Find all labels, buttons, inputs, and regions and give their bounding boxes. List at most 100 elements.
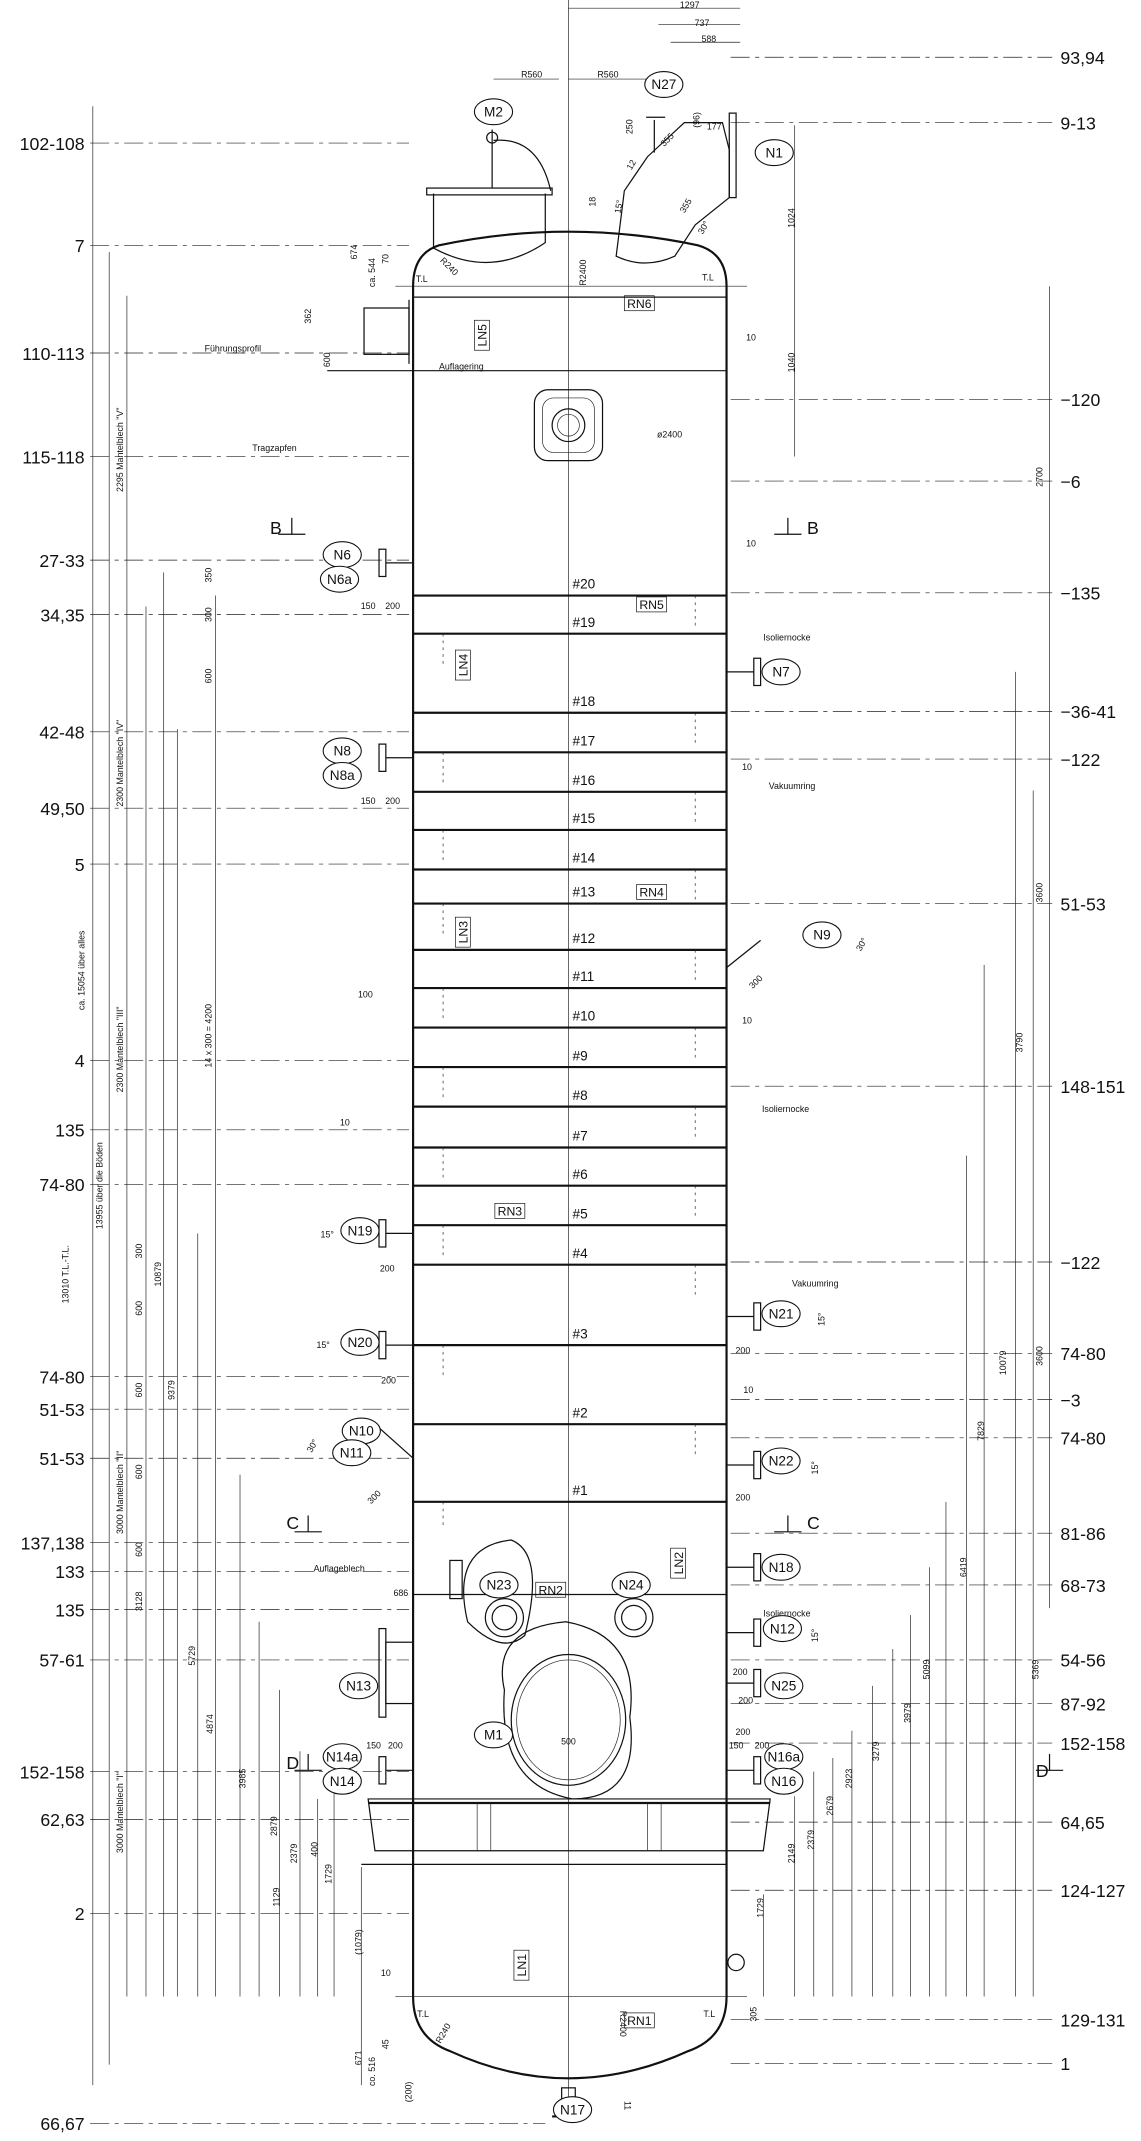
earthing-lug: [727, 1953, 745, 1972]
nozzle-bubble: [644, 71, 684, 98]
dimension-text: 13955 über die Böden: [94, 1142, 104, 1229]
top-head: [412, 230, 728, 287]
dimension-lines: [92, 7, 1050, 2086]
dimension-text: 600: [134, 1464, 144, 1479]
dimension-text: 15°: [316, 1340, 329, 1350]
right-ref-label: −3: [1060, 1390, 1080, 1410]
dimension-text: 350: [203, 568, 213, 583]
right-ref-label: −122: [1060, 1253, 1100, 1273]
dimension-text: 300: [747, 973, 765, 991]
side-nozzles: [374, 548, 762, 1785]
dimension-text: 150: [361, 796, 376, 806]
dimension-text: 5099: [922, 1660, 932, 1680]
left-ref-label: 135: [55, 1600, 85, 1620]
nozzle-bubble: [322, 1767, 362, 1795]
dimension-text: 2700: [1035, 467, 1045, 487]
dimension-text: 600: [322, 352, 332, 367]
dimension-text: 674: [349, 245, 359, 260]
section-box-label: RN6: [627, 297, 652, 311]
dimension-text: 13010 T.L.-T.L.: [60, 1245, 70, 1303]
right-ref-label: 68-73: [1060, 1576, 1105, 1596]
nozzle-n13-pipe: [385, 1641, 414, 1705]
section-box: [623, 295, 655, 312]
section-box-label: RN3: [498, 1205, 523, 1219]
note-label: Isoliernocke: [762, 1104, 809, 1114]
nozzle-flange: [753, 1668, 762, 1698]
support-plate-bracket: [449, 1559, 463, 1600]
dimension-text: 10: [742, 1015, 752, 1025]
section-box-label: RN5: [639, 598, 664, 612]
tray-label: #18: [573, 694, 596, 709]
dimension-text: 4874: [205, 1714, 215, 1734]
nozzle-bubble: [332, 1439, 372, 1467]
nozzle-label: N8: [334, 744, 351, 759]
dimension-text: 45: [381, 2039, 391, 2049]
vessel-geometry: [327, 0, 771, 2118]
nozzle-n13-flange: [378, 1627, 387, 1718]
right-ref-label: −122: [1060, 750, 1100, 770]
nozzle-label: M1: [484, 1728, 503, 1743]
dimension-text: 3000 Mantelblech "II": [115, 1451, 125, 1534]
dimension-text: 150: [361, 601, 376, 611]
dimension-text: 2149: [787, 1844, 797, 1864]
dimension-text: 588: [701, 34, 716, 44]
right-ref-label: −135: [1060, 584, 1100, 604]
section-marker: B: [270, 518, 282, 538]
dimension-text: 671: [353, 2050, 363, 2065]
dimension-text: 3790: [1014, 1033, 1024, 1053]
section-box-label: RN4: [639, 886, 664, 900]
nozzle-label: N16: [771, 1774, 796, 1789]
dimension-text: 2379: [289, 1844, 299, 1864]
left-ref-label: 133: [55, 1562, 85, 1582]
tray-label: #6: [573, 1167, 588, 1182]
nozzle-bubble: [319, 565, 360, 593]
nozzle-label: N14a: [326, 1749, 359, 1764]
dimension-text: 15°: [321, 1229, 334, 1239]
nozzle-label: N9: [813, 928, 830, 943]
dimension-text: 11: [622, 2101, 632, 2110]
nozzle-label: N16a: [768, 1749, 801, 1764]
dimension-text: 200: [380, 1264, 395, 1274]
nozzle-label: N7: [772, 665, 789, 680]
dimension-text: 150: [729, 1741, 744, 1751]
nozzle-label: N23: [486, 1578, 511, 1593]
nozzle-bubble: [473, 98, 514, 126]
nozzle-bubble: [764, 1767, 804, 1795]
nozzle-n1-elbow: [615, 122, 730, 264]
section-box-label: RN1: [627, 2014, 652, 2028]
nozzle-flange: [753, 1450, 762, 1480]
left-ref-label: 74-80: [39, 1367, 84, 1387]
dimension-text: ca. 544: [367, 258, 377, 287]
left-ref-label: 34,35: [40, 605, 84, 625]
manhole-m2-flange: [426, 187, 553, 196]
dimension-text: 10: [340, 1118, 350, 1128]
note-label: Auflagering: [439, 361, 484, 371]
trunnion-bore: [557, 413, 580, 437]
section-marker: C: [807, 1513, 820, 1533]
dimension-text: 15°: [817, 1313, 827, 1326]
left-ref-label: 102-108: [20, 134, 85, 154]
left-ref-label: 135: [55, 1121, 85, 1141]
nozzle-bubble: [761, 1300, 801, 1328]
right-ref-label: 64,65: [1060, 1813, 1104, 1833]
right-ref-label: 51-53: [1060, 894, 1105, 914]
dimension-text: 5729: [187, 1646, 197, 1666]
dimension-text: 362: [303, 309, 313, 324]
nozzle-bubble: [479, 1571, 519, 1599]
dimension-text: co. 516: [367, 2057, 377, 2086]
section-box: [623, 2012, 655, 2029]
right-ref-label: 9-13: [1060, 113, 1096, 133]
nozzle-flange: [378, 1756, 387, 1785]
tray-label: #7: [573, 1129, 588, 1144]
manhole-m1-inner: [516, 1659, 621, 1781]
nozzle-bubble: [761, 1553, 801, 1581]
note-label: Tragzapfen: [252, 443, 296, 453]
left-ref-label: 137,138: [21, 1534, 85, 1554]
dimension-text: 400: [310, 1842, 320, 1857]
dimension-text: 200: [385, 601, 400, 611]
nozzle-flange: [378, 1330, 387, 1360]
dimension-text: 200: [736, 1727, 751, 1737]
tray-label: #9: [573, 1048, 588, 1063]
dimension-text: 10: [742, 762, 752, 772]
nozzle-n23-ring: [484, 1597, 525, 1638]
